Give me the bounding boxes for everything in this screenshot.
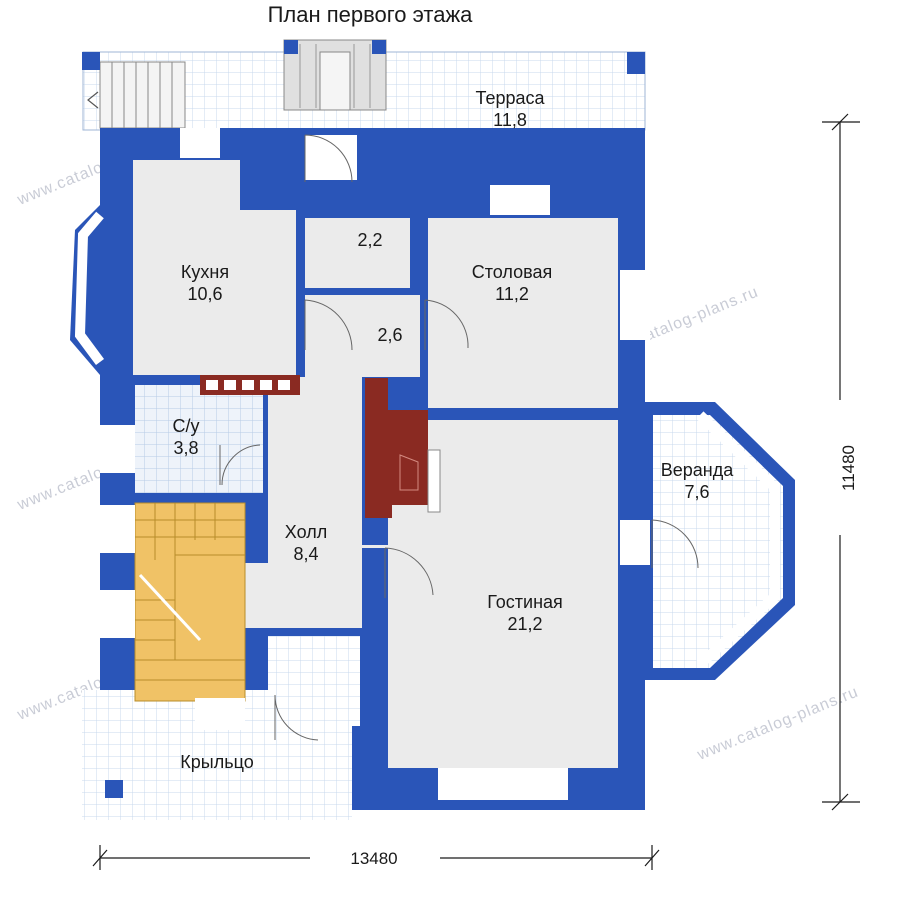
room-name: Холл: [285, 522, 327, 542]
watermark: www.catalog-plans.ru: [694, 683, 861, 764]
room-area: 2,6: [377, 325, 402, 345]
width-dimension: 13480: [350, 849, 397, 868]
room-name: Крыльцо: [180, 752, 253, 772]
room-floors: [133, 135, 618, 768]
windows: [100, 128, 650, 800]
terrace-area: [82, 39, 646, 131]
plan-title: План первого этажа: [267, 2, 473, 27]
room-name: Кухня: [181, 262, 229, 282]
porch-area: [82, 706, 352, 820]
veranda-area: [645, 402, 795, 680]
kitchen-bay-window: [70, 205, 133, 375]
room-area: 3,8: [173, 438, 198, 458]
room-area: 7,6: [684, 482, 709, 502]
door-swings: [219, 134, 699, 741]
room-area: 2,2: [357, 230, 382, 250]
room-area: 11,2: [495, 284, 529, 304]
room-name: Терраса: [475, 88, 545, 108]
room-name: Столовая: [472, 262, 553, 282]
staircase: [134, 502, 246, 702]
room-labels: Терраса 11,8 Кухня 10,6 2,2 2,6 Столовая…: [173, 88, 735, 772]
fireplace: [365, 378, 441, 518]
room-area: 11,8: [493, 110, 527, 130]
room-name: Веранда: [661, 460, 734, 480]
room-area: 21,2: [507, 614, 542, 634]
height-dimension: 11480: [839, 445, 858, 491]
kitchen-counter: [200, 375, 300, 395]
room-area: 8,4: [293, 544, 318, 564]
room-name: С/у: [173, 416, 200, 436]
dimension-lines: [92, 113, 860, 870]
room-name: Гостиная: [487, 592, 563, 612]
room-area: 10,6: [187, 284, 222, 304]
